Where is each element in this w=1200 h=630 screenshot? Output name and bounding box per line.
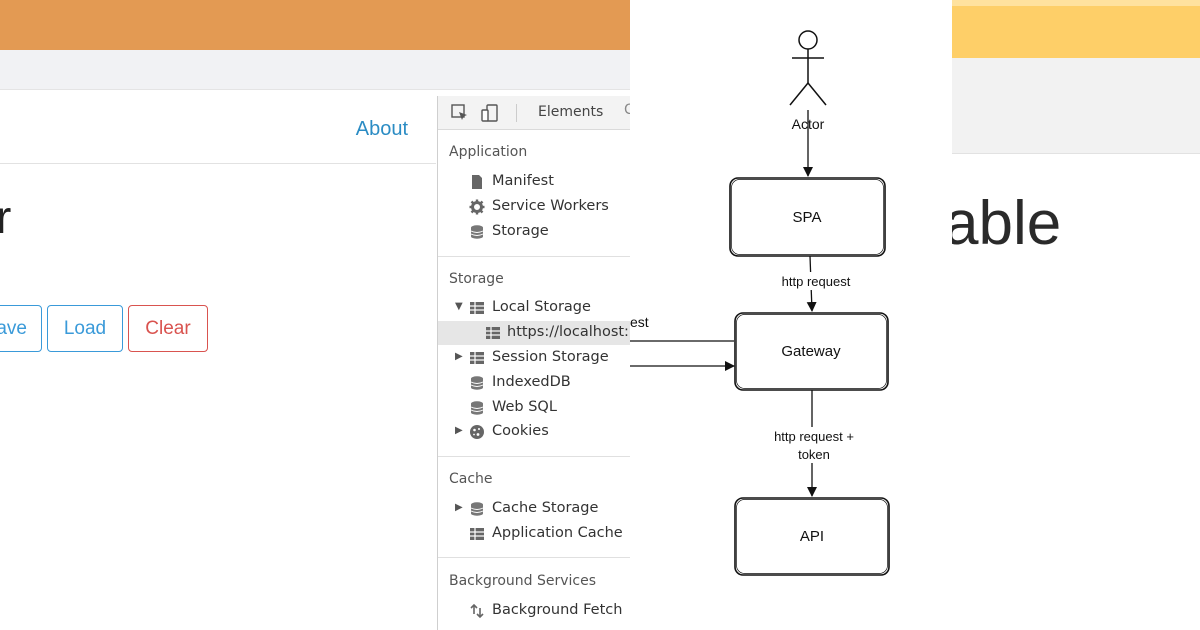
section-title-storage: Storage: [449, 271, 504, 287]
node-api[interactable]: API: [734, 497, 890, 576]
sidebar-item-label: Service Workers: [492, 198, 609, 214]
edge-label-http-request-token-2: token: [798, 447, 830, 462]
node-spa-label: SPA: [793, 209, 822, 226]
toolbar-divider: [516, 104, 517, 122]
sidebar-item-session-storage[interactable]: ▶ Session Storage: [438, 346, 630, 370]
sidebar-item-label: Cookies: [492, 423, 549, 439]
actor-figure-icon: [789, 30, 827, 106]
sidebar-item-background-fetch[interactable]: Background Fetch: [438, 599, 630, 623]
sidebar-item-label: Manifest: [492, 173, 554, 189]
left-browser-screenshot: About r ave Load Clear Elements C Applic…: [0, 0, 630, 630]
section-divider: [438, 256, 630, 257]
sidebar-item-service-workers[interactable]: Service Workers: [438, 195, 630, 219]
cookie-icon: [469, 424, 485, 440]
clear-button[interactable]: Clear: [128, 305, 208, 352]
browser-toolbar-strip: [0, 50, 630, 90]
collapsed-triangle-icon[interactable]: ▶: [455, 425, 463, 436]
browser-top-bar: [952, 0, 1200, 58]
section-divider: [438, 557, 630, 558]
gear-icon: [469, 199, 485, 215]
sidebar-item-localhost-origin[interactable]: https://localhost:50: [438, 321, 630, 345]
sidebar-item-label: Application Cache: [492, 525, 623, 541]
grid-icon: [469, 350, 485, 366]
sidebar-item-label: Cache Storage: [492, 500, 599, 516]
expand-triangle-icon[interactable]: ▼: [455, 301, 463, 312]
devtools-panel: Elements C Application Manifest Service …: [437, 96, 630, 630]
sidebar-item-cookies[interactable]: ▶ Cookies: [438, 420, 630, 444]
section-title-application: Application: [449, 144, 528, 160]
section-title-cache: Cache: [449, 471, 493, 487]
edge-label-incoming-fragment: est: [630, 314, 649, 330]
node-gateway[interactable]: Gateway: [734, 312, 889, 391]
sidebar-item-manifest[interactable]: Manifest: [438, 170, 630, 194]
sidebar-item-label: Storage: [492, 223, 549, 239]
sidebar-item-label: Web SQL: [492, 399, 557, 415]
database-icon: [469, 501, 485, 517]
load-button[interactable]: Load: [47, 305, 123, 352]
sidebar-item-label: Background Fetch: [492, 602, 623, 618]
browser-top-bar: [0, 0, 630, 50]
collapsed-triangle-icon[interactable]: ▶: [455, 351, 463, 362]
edge-label-http-request-token-1: http request +: [774, 429, 854, 444]
arrows-updown-icon: [469, 603, 485, 619]
sidebar-item-label: IndexedDB: [492, 374, 571, 390]
inspect-element-icon[interactable]: [450, 103, 470, 123]
tab-console-fragment[interactable]: C: [624, 102, 630, 118]
node-gateway-label: Gateway: [781, 343, 841, 360]
tab-elements[interactable]: Elements: [538, 104, 604, 120]
sidebar-item-storage[interactable]: Storage: [438, 220, 630, 244]
nav-link-about[interactable]: About: [355, 118, 408, 140]
architecture-diagram: Actor SPA http request est Gateway http …: [630, 0, 952, 630]
database-icon: [469, 400, 485, 416]
grid-icon: [469, 526, 485, 542]
browser-toolbar-strip: [952, 58, 1200, 154]
sidebar-item-label: https://localhost:50: [507, 324, 630, 340]
sidebar-item-label: Local Storage: [492, 299, 591, 315]
grid-icon: [485, 325, 501, 341]
grid-icon: [469, 300, 485, 316]
heading-fragment: able: [952, 189, 1062, 258]
collapsed-triangle-icon[interactable]: ▶: [455, 502, 463, 513]
sidebar-item-application-cache[interactable]: Application Cache: [438, 522, 630, 546]
edge-label-http-request: http request: [782, 274, 851, 289]
section-divider: [438, 456, 630, 457]
database-icon: [469, 375, 485, 391]
app-navbar: About: [0, 96, 436, 164]
device-toggle-icon[interactable]: [480, 103, 500, 123]
sidebar-item-indexeddb[interactable]: IndexedDB: [438, 371, 630, 395]
file-icon: [469, 174, 485, 190]
sidebar-item-web-sql[interactable]: Web SQL: [438, 396, 630, 420]
database-icon: [469, 224, 485, 240]
node-api-label: API: [800, 528, 824, 545]
save-button[interactable]: ave: [0, 305, 42, 352]
right-screenshot-fragment: able: [952, 0, 1200, 630]
sidebar-item-cache-storage[interactable]: ▶ Cache Storage: [438, 497, 630, 521]
sidebar-item-label: Session Storage: [492, 349, 609, 365]
node-spa[interactable]: SPA: [729, 177, 886, 257]
devtools-toolbar: Elements C: [438, 96, 630, 130]
section-title-background-services: Background Services: [449, 573, 597, 589]
sidebar-item-local-storage[interactable]: ▼ Local Storage: [438, 296, 630, 320]
page-heading-fragment: r: [0, 191, 12, 243]
